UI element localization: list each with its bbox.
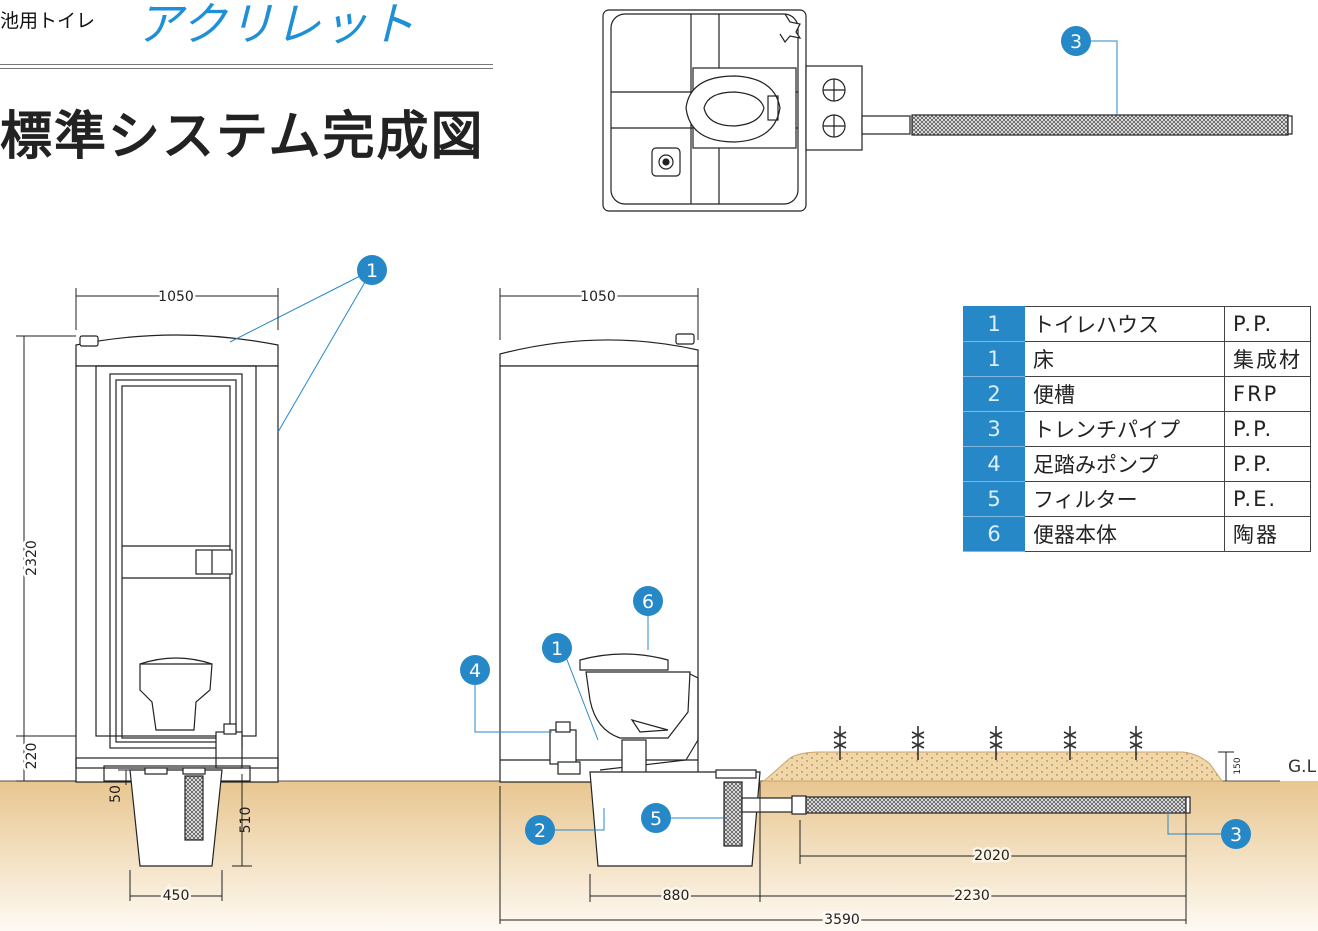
legend-part-name: トイレハウス bbox=[1024, 306, 1225, 342]
legend-material: FRP bbox=[1224, 376, 1311, 412]
legend-row: 1 床 集成材 bbox=[963, 341, 1311, 377]
dim-floor-height: 220 bbox=[24, 743, 40, 770]
callout-floor-label: 1 bbox=[551, 638, 563, 660]
legend-number: 2 bbox=[963, 376, 1025, 412]
legend-row: 5 フィルター P.E. bbox=[963, 481, 1311, 517]
callout-leader-trench-side bbox=[1167, 812, 1222, 835]
plants bbox=[833, 726, 1143, 760]
legend-part-name: トレンチパイプ bbox=[1024, 411, 1225, 447]
callout-bowl-label: 6 bbox=[642, 591, 654, 613]
legend-number: 6 bbox=[963, 516, 1025, 552]
legend-row: 6 便器本体 陶器 bbox=[963, 516, 1311, 552]
dim-tank-offset: 50 bbox=[108, 785, 124, 803]
legend-row: 4 足踏みポンプ P.P. bbox=[963, 446, 1311, 482]
soil-mound bbox=[762, 751, 1223, 782]
callout-trench-top bbox=[1061, 26, 1091, 56]
legend-number: 1 bbox=[963, 341, 1025, 377]
dim-mound-height: 150 bbox=[1233, 757, 1243, 774]
top-view bbox=[602, 9, 1293, 212]
brand-name: アクリレット bbox=[136, 0, 416, 51]
legend-part-name: 床 bbox=[1024, 341, 1225, 377]
front-view bbox=[75, 334, 279, 867]
parts-legend-table: 1 トイレハウス P.P. 1 床 集成材 2 便槽 FRP 3 トレンチパイプ… bbox=[963, 306, 1311, 552]
legend-number: 4 bbox=[963, 446, 1025, 482]
dim-trench-span: 2230 bbox=[954, 888, 990, 904]
dim-front-width: 1050 bbox=[158, 289, 194, 305]
legend-number: 5 bbox=[963, 481, 1025, 517]
callout-filter-label: 5 bbox=[650, 808, 662, 830]
legend-material: P.P. bbox=[1224, 411, 1311, 447]
legend-number: 3 bbox=[963, 411, 1025, 447]
legend-row: 2 便槽 FRP bbox=[963, 376, 1311, 412]
dim-tank-side-width: 880 bbox=[663, 888, 690, 904]
callout-leader-house-front bbox=[229, 269, 373, 433]
heading-prefix: 池用トイレ bbox=[0, 10, 96, 32]
side-dimensions bbox=[499, 288, 1234, 924]
callout-trench-side-label: 3 bbox=[1230, 824, 1242, 846]
legend-part-name: 便器本体 bbox=[1024, 516, 1225, 552]
legend-material: 陶器 bbox=[1224, 516, 1311, 552]
dim-side-width: 1050 bbox=[580, 289, 616, 305]
legend-number: 1 bbox=[963, 306, 1025, 342]
page-title: 標準システム完成図 bbox=[0, 107, 485, 167]
callout-tank bbox=[525, 815, 555, 845]
callout-circles: 1 3 4 1 6 2 5 3 bbox=[357, 26, 1251, 849]
callout-tank-label: 2 bbox=[534, 820, 546, 842]
callout-bowl bbox=[633, 586, 663, 616]
legend-row: 1 トイレハウス P.P. bbox=[963, 306, 1311, 342]
front-dimensions bbox=[16, 288, 279, 901]
ground-level-label: G.L bbox=[1288, 757, 1317, 777]
heading-rule bbox=[0, 64, 493, 65]
legend-material: 集成材 bbox=[1224, 341, 1311, 377]
callout-floor bbox=[542, 633, 572, 663]
side-view bbox=[499, 333, 1191, 867]
heading-rule-double bbox=[0, 68, 493, 69]
dim-height: 2320 bbox=[24, 540, 40, 576]
dim-tank-depth: 510 bbox=[238, 807, 254, 834]
callout-trench-top-label: 3 bbox=[1070, 31, 1082, 53]
legend-material: P.E. bbox=[1224, 481, 1311, 517]
callout-leader-tank bbox=[552, 808, 605, 831]
callout-filter bbox=[641, 803, 671, 833]
dim-total-length: 3590 bbox=[824, 912, 860, 928]
legend-part-name: フィルター bbox=[1024, 481, 1225, 517]
callout-house-front-label: 1 bbox=[366, 260, 378, 282]
dim-trench-length: 2020 bbox=[974, 848, 1010, 864]
callout-leader-floor bbox=[563, 651, 599, 741]
callout-house-front bbox=[357, 255, 387, 285]
callout-pump-label: 4 bbox=[469, 660, 481, 682]
callout-leader-trench-top bbox=[1089, 40, 1118, 115]
legend-material: P.P. bbox=[1224, 446, 1311, 482]
callout-pump bbox=[460, 655, 490, 685]
legend-part-name: 便槽 bbox=[1024, 376, 1225, 412]
callout-leader-pump bbox=[474, 674, 552, 733]
legend-row: 3 トレンチパイプ P.P. bbox=[963, 411, 1311, 447]
legend-material: P.P. bbox=[1224, 306, 1311, 342]
dim-tank-width: 450 bbox=[163, 888, 190, 904]
legend-part-name: 足踏みポンプ bbox=[1024, 446, 1225, 482]
callout-trench-side bbox=[1221, 819, 1251, 849]
